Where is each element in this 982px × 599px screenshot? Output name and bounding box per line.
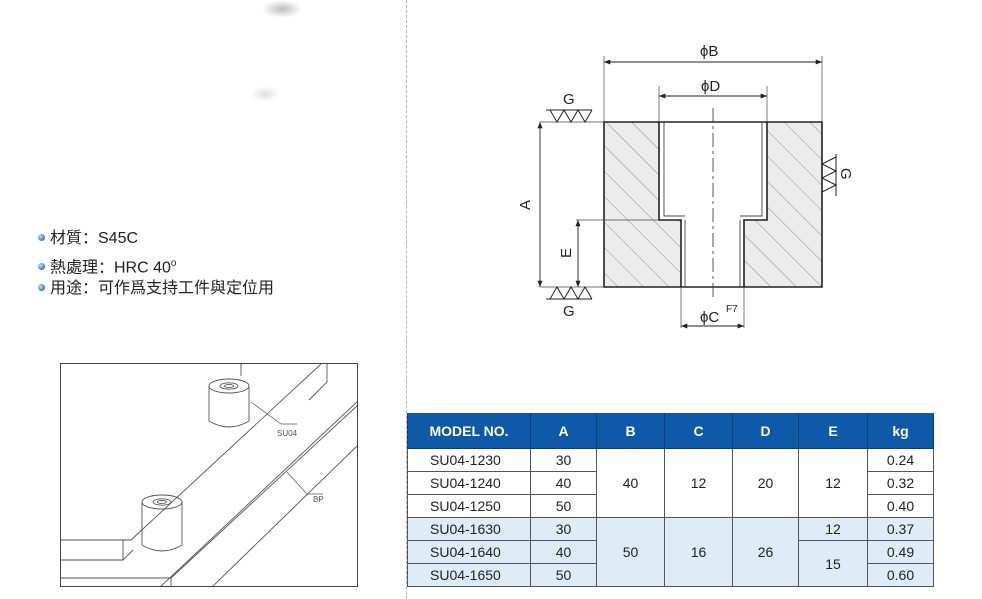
cell-d: 26 xyxy=(732,517,799,587)
cell-kg: 0.49 xyxy=(867,540,934,564)
dim-label-b: ϕB xyxy=(700,43,718,60)
cell-model: SU04-1650 xyxy=(407,563,531,587)
label-bp: BP xyxy=(313,495,324,504)
cell-a: 30 xyxy=(530,448,597,472)
dim-label-a: A xyxy=(520,200,534,210)
bullet-icon xyxy=(38,263,45,271)
header-kg: kg xyxy=(867,413,934,449)
cell-b: 40 xyxy=(596,448,665,518)
table-row: SU04-1650 50 0.60 xyxy=(407,563,934,587)
cell-e: 15 xyxy=(798,540,868,587)
table-row: SU04-1630 30 50 16 26 12 0.37 xyxy=(407,517,934,587)
spec-usage: 用途：可作爲支持工件與定位用 xyxy=(38,276,274,301)
table-row: SU04-1250 50 0.40 xyxy=(407,494,934,518)
bullet-icon xyxy=(38,284,45,291)
cell-c: 16 xyxy=(664,517,733,587)
cell-kg: 0.60 xyxy=(867,563,934,587)
cell-model: SU04-1250 xyxy=(407,494,531,518)
cell-a: 40 xyxy=(530,471,597,495)
dim-label-d: ϕD xyxy=(701,78,720,95)
column-divider xyxy=(406,0,407,599)
spec-list: 材質：S45C 熱處理：HRC 40o 用途：可作爲支持工件與定位用 xyxy=(38,226,274,301)
cell-model: SU04-1230 xyxy=(407,448,531,472)
dimension-table: MODEL NO. A B C D E kg SU04-1230 30 40 1… xyxy=(407,413,934,587)
finish-label-side: G xyxy=(837,168,854,180)
header-c: C xyxy=(664,413,733,449)
header-b: B xyxy=(596,413,665,449)
spec-material: 材質：S45C xyxy=(38,226,274,251)
cell-kg: 0.24 xyxy=(867,448,934,472)
finish-label-top: G xyxy=(563,91,575,108)
cell-d: 20 xyxy=(732,448,799,518)
dim-label-c-tolerance: F7 xyxy=(726,304,738,315)
table-row: SU04-1230 30 40 12 20 12 0.24 xyxy=(407,448,934,518)
dim-label-c: ϕC xyxy=(700,309,719,326)
header-model: MODEL NO. xyxy=(407,413,531,449)
decorative-shadow xyxy=(262,0,302,18)
isometric-illustration: SU04 BP xyxy=(60,363,358,587)
cell-kg: 0.40 xyxy=(867,494,934,518)
table-row: SU04-1240 40 0.32 xyxy=(407,471,934,495)
cell-kg: 0.37 xyxy=(867,517,934,541)
cell-a: 40 xyxy=(530,540,597,564)
header-d: D xyxy=(732,413,799,449)
technical-drawing: ϕB ϕD A E ϕC F7 G G G xyxy=(520,38,860,338)
table-row: SU04-1640 40 15 0.49 xyxy=(407,540,934,587)
header-a: A xyxy=(530,413,597,449)
spec-heat-treatment: 熱處理：HRC 40o xyxy=(38,251,274,276)
dim-label-e: E xyxy=(558,248,575,258)
cell-kg: 0.32 xyxy=(867,471,934,495)
label-su04: SU04 xyxy=(277,429,298,438)
decorative-shadow xyxy=(250,86,280,102)
cell-model: SU04-1630 xyxy=(407,517,531,541)
cell-a: 50 xyxy=(530,494,597,518)
cell-a: 50 xyxy=(530,563,597,587)
finish-label-bottom: G xyxy=(563,303,575,320)
table-header-row: MODEL NO. A B C D E kg xyxy=(407,413,934,449)
bullet-icon xyxy=(38,234,45,241)
cell-model: SU04-1640 xyxy=(407,540,531,564)
cell-b: 50 xyxy=(596,517,665,587)
cell-a: 30 xyxy=(530,517,597,541)
cell-c: 12 xyxy=(664,448,733,518)
cell-model: SU04-1240 xyxy=(407,471,531,495)
cell-e: 12 xyxy=(798,517,868,541)
header-e: E xyxy=(798,413,868,449)
cell-e: 12 xyxy=(798,448,868,518)
